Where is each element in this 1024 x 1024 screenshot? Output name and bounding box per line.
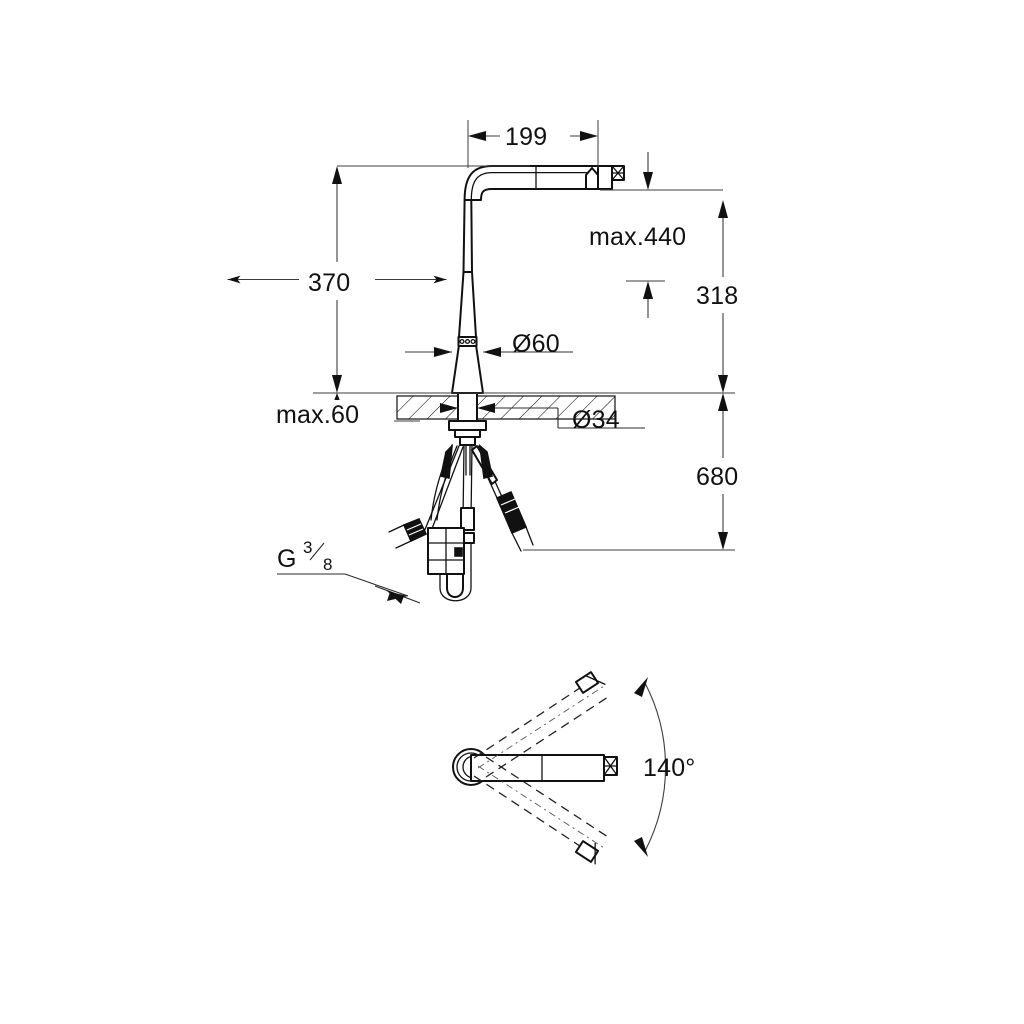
swivel-lower-nozzle [594,842,596,865]
spout-tip-detail [611,165,625,181]
dimension-max440: max.440 [586,152,723,318]
angle-140-label: 140° [643,754,696,782]
spout-center-position [470,754,618,782]
dimension-680: 680 [523,393,764,551]
dim-680-label: 680 [696,463,738,491]
dim-318-label: 318 [696,282,738,310]
braid-detail-left [406,523,424,536]
faucet-outline [448,165,625,446]
swivel-upper-nozzle [585,675,606,685]
dim-dia34-label: Ø34 [572,406,620,434]
plan-view: 140° [452,671,696,865]
dim-dia60-label: Ø60 [512,330,560,358]
braid-detail-right [500,498,520,514]
thread-letter: G [277,545,297,573]
dim-max440-label: max.440 [589,223,686,251]
spout-swivel-lower [473,756,609,865]
angle-dimension-140: 140° [634,677,696,857]
thread-denominator: 8 [323,555,332,574]
dimension-dia60: Ø60 [405,330,573,358]
dim-max60-label: max.60 [276,401,359,429]
dimension-370: 370 [227,165,530,393]
dimension-dia34: Ø34 [440,403,645,434]
spout-swivel-upper [473,671,609,778]
collar-detail [459,338,476,345]
dim-199-label: 199 [505,123,547,151]
elevation-view: 370 max.60 199 [227,118,764,604]
dimension-318: 318 [692,200,764,393]
dim-370-label: 370 [308,269,350,297]
thread-numerator: 3 [303,538,312,557]
spout-nozzle-detail [603,756,618,776]
dimension-max60: max.60 [272,393,420,430]
dimension-199: 199 [467,118,599,168]
hose-assembly [388,443,534,602]
label-thread-g38: G 3 8 [277,538,421,604]
